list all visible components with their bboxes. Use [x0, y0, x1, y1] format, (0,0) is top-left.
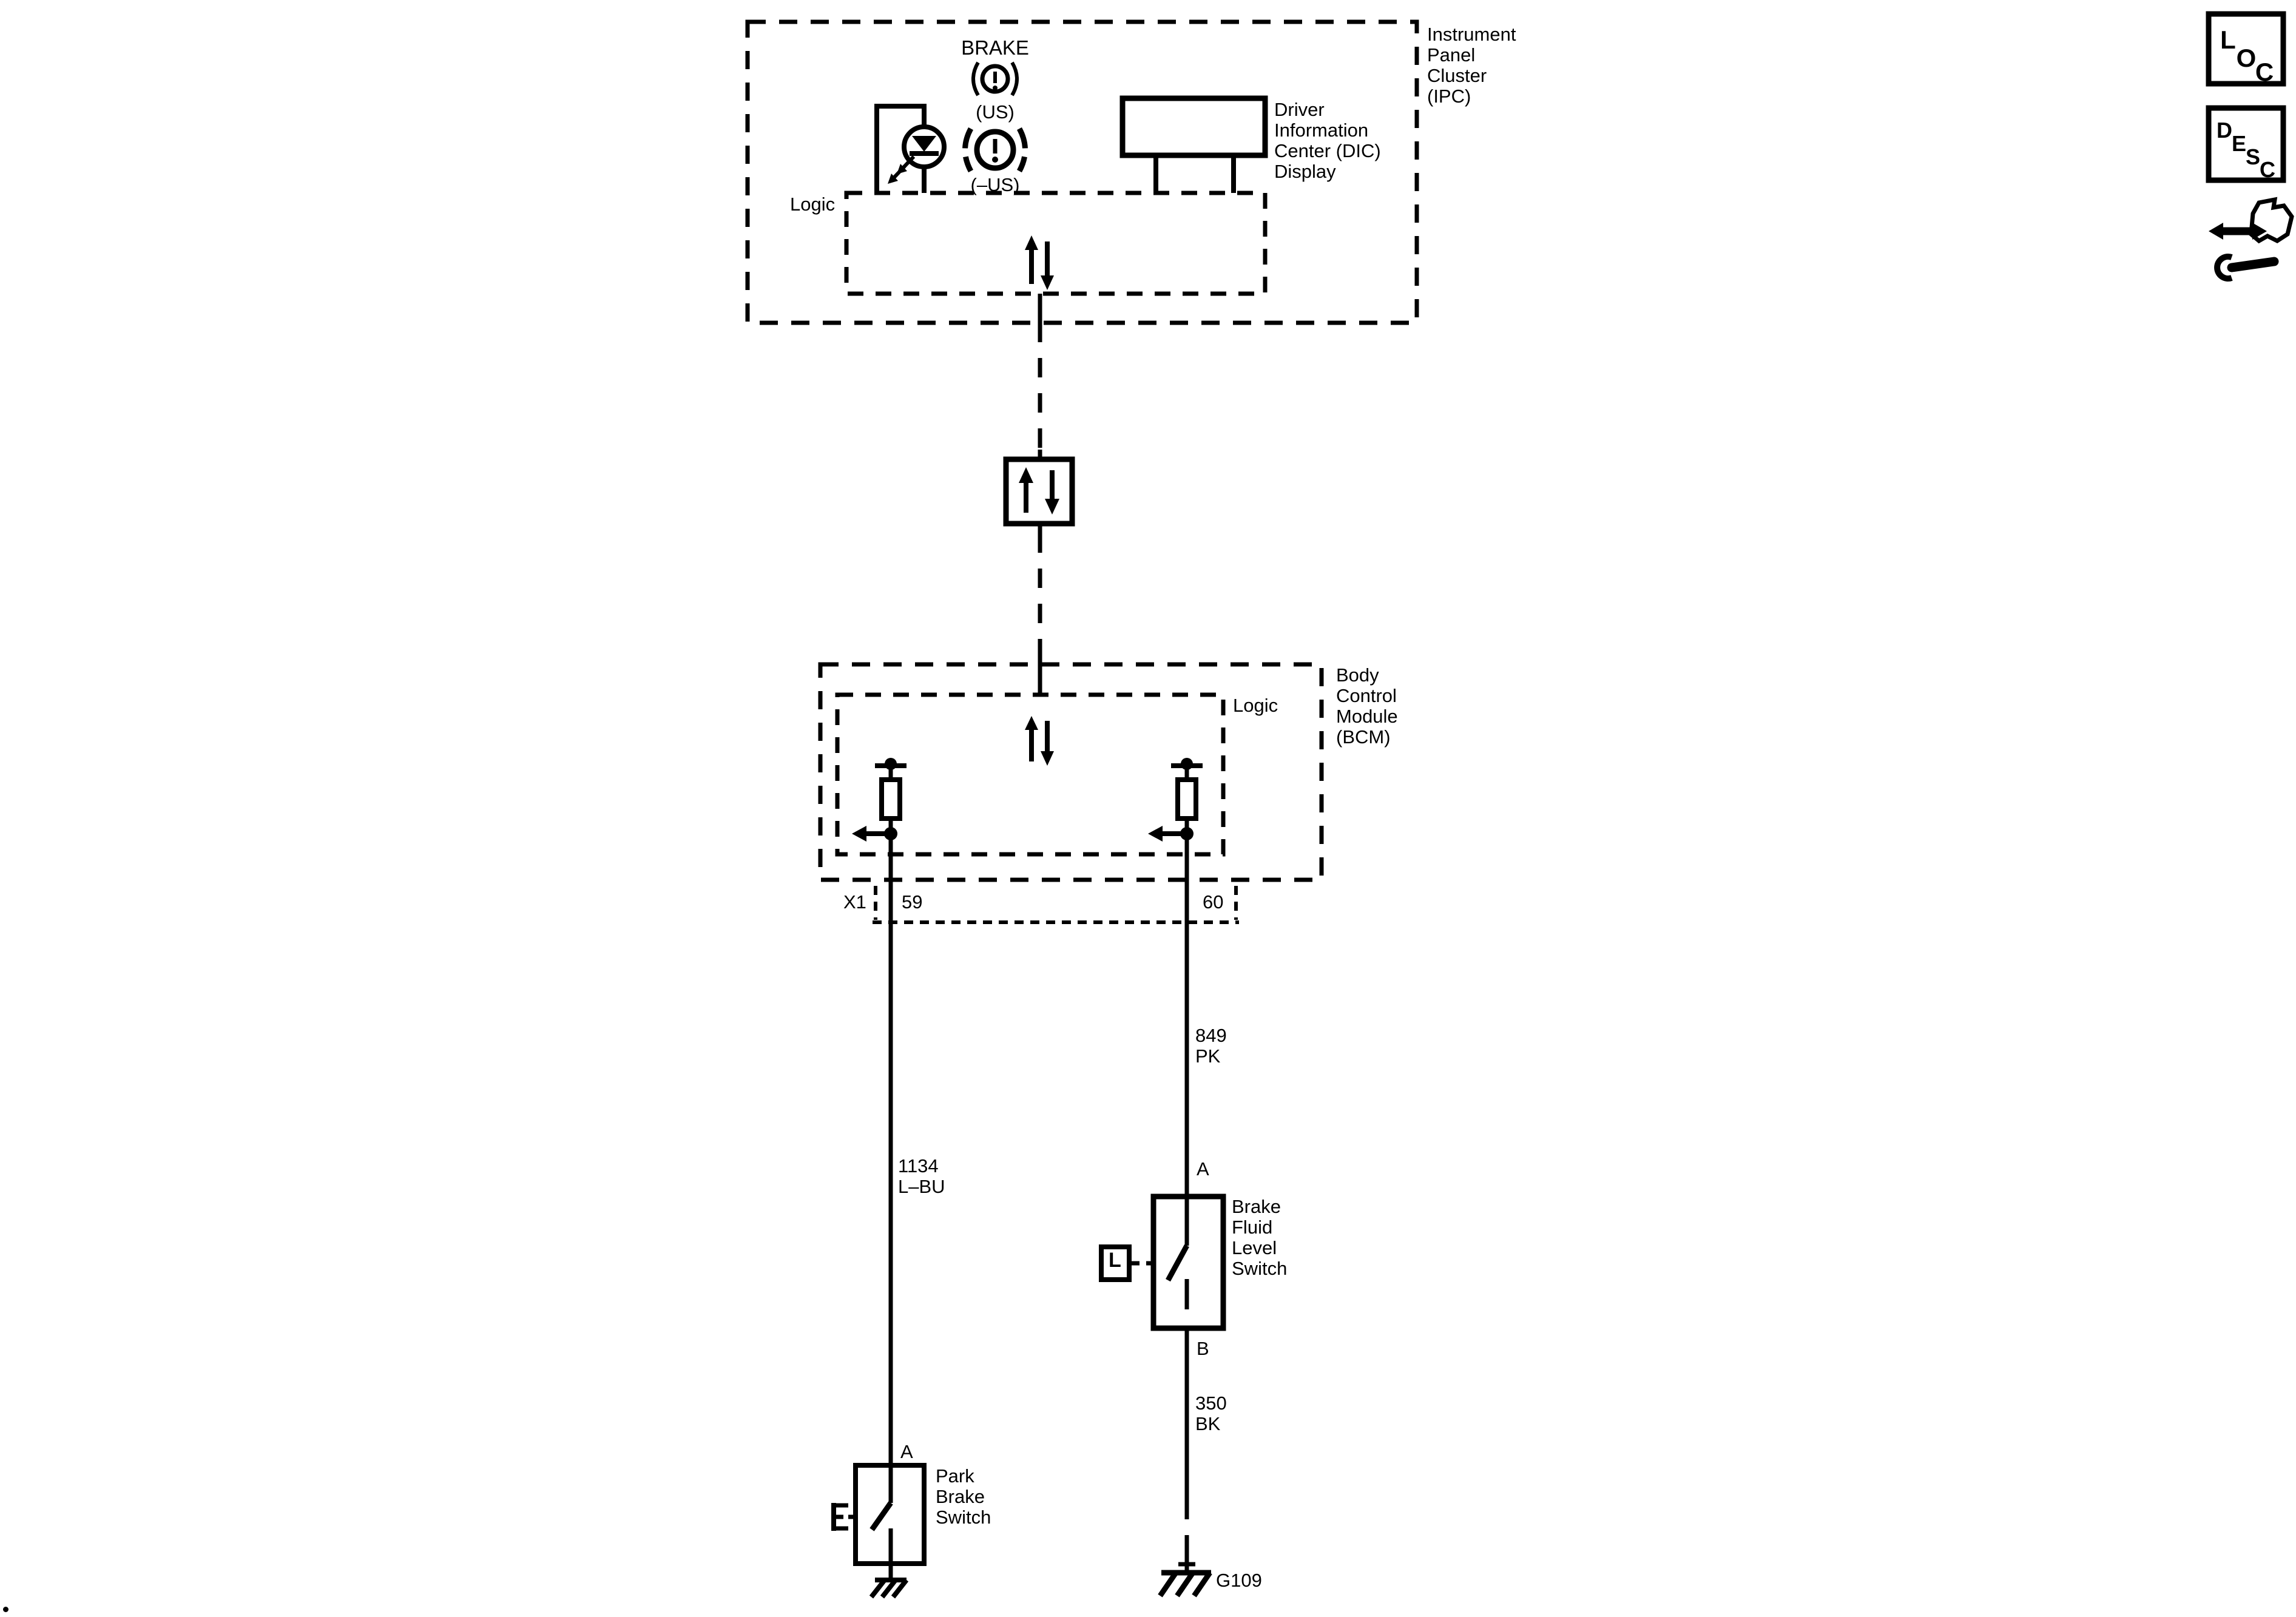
bfls-label: Brake Fluid Level Switch [1232, 1196, 1288, 1279]
pin-59-label: 59 [902, 891, 923, 913]
bfls-pin-b-label: B [1197, 1338, 1209, 1359]
ipc-logic-label: Logic [790, 194, 836, 215]
desc-letter-d: D [2217, 118, 2232, 143]
desc-letter-s: S [2246, 144, 2260, 169]
dic-display-box [1119, 95, 1268, 193]
desc-letter-e: E [2232, 131, 2246, 156]
serial-data-arrows-bcm-icon [1025, 716, 1054, 766]
bcm-logic-box [835, 692, 1226, 857]
bcm-title: Body Control Module (BCM) [1336, 664, 1398, 748]
pbs-label: Park Brake Switch [936, 1465, 991, 1528]
bcm-logic-label: Logic [1233, 695, 1278, 716]
g109-ground-icon [1158, 1570, 1212, 1598]
serial-data-arrows-ipc-icon [1025, 235, 1054, 290]
serial-data-link-connector-icon [1003, 456, 1075, 527]
ipc-logic-box [844, 191, 1268, 296]
dic-label: Driver Information Center (DIC) Display [1274, 99, 1381, 182]
brake-warning-symbol-us-icon [971, 61, 1019, 96]
loc-letter-o: O [2237, 44, 2257, 72]
g109-label: G109 [1216, 1570, 1262, 1591]
non-us-label: (–US) [970, 174, 1020, 195]
wire-1134-lbu-label: 1134 L–BU [898, 1155, 945, 1197]
park-brake-switch-symbol [853, 1463, 927, 1566]
brake-fluid-level-switch-symbol [1099, 1193, 1226, 1331]
loc-letter-l: L [2220, 25, 2236, 54]
level-sensor-box [1099, 1244, 1132, 1282]
us-label: (US) [976, 101, 1015, 123]
pin-60-label: 60 [1203, 891, 1224, 913]
desc-icon[interactable]: D E S C [2206, 105, 2286, 183]
loc-icon[interactable]: L O C [2206, 11, 2286, 87]
brake-indicator-lamp-icon [874, 104, 947, 193]
x1-connector-box [873, 886, 1239, 924]
wire-849-pk-label: 849 PK [1195, 1025, 1227, 1067]
desc-letter-c: C [2260, 157, 2275, 182]
ipc-title: Instrument Panel Cluster (IPC) [1427, 24, 1516, 107]
pullup-resistor-right-icon [1148, 758, 1203, 886]
park-brake-ground-icon [869, 1564, 909, 1599]
bcm-box [818, 662, 1324, 882]
loc-letter-c: C [2255, 58, 2274, 86]
x1-connector-label: X1 [843, 891, 866, 913]
pullup-resistor-left-icon [852, 758, 907, 886]
wire-350-bk-label: 350 BK [1195, 1393, 1227, 1434]
service-tool-icon[interactable] [2209, 197, 2294, 282]
pbs-pin-a-label: A [900, 1441, 913, 1462]
brake-warning-symbol-intl-icon [962, 127, 1028, 173]
wire-350-bk [1178, 1328, 1195, 1573]
level-sensor-letter: L [1109, 1249, 1121, 1272]
bfls-pin-a-label: A [1197, 1158, 1209, 1180]
stray-mark [3, 1607, 8, 1612]
brake-label: BRAKE [961, 36, 1029, 59]
ipc-box [745, 19, 1419, 325]
park-brake-actuator-icon [831, 1503, 857, 1531]
